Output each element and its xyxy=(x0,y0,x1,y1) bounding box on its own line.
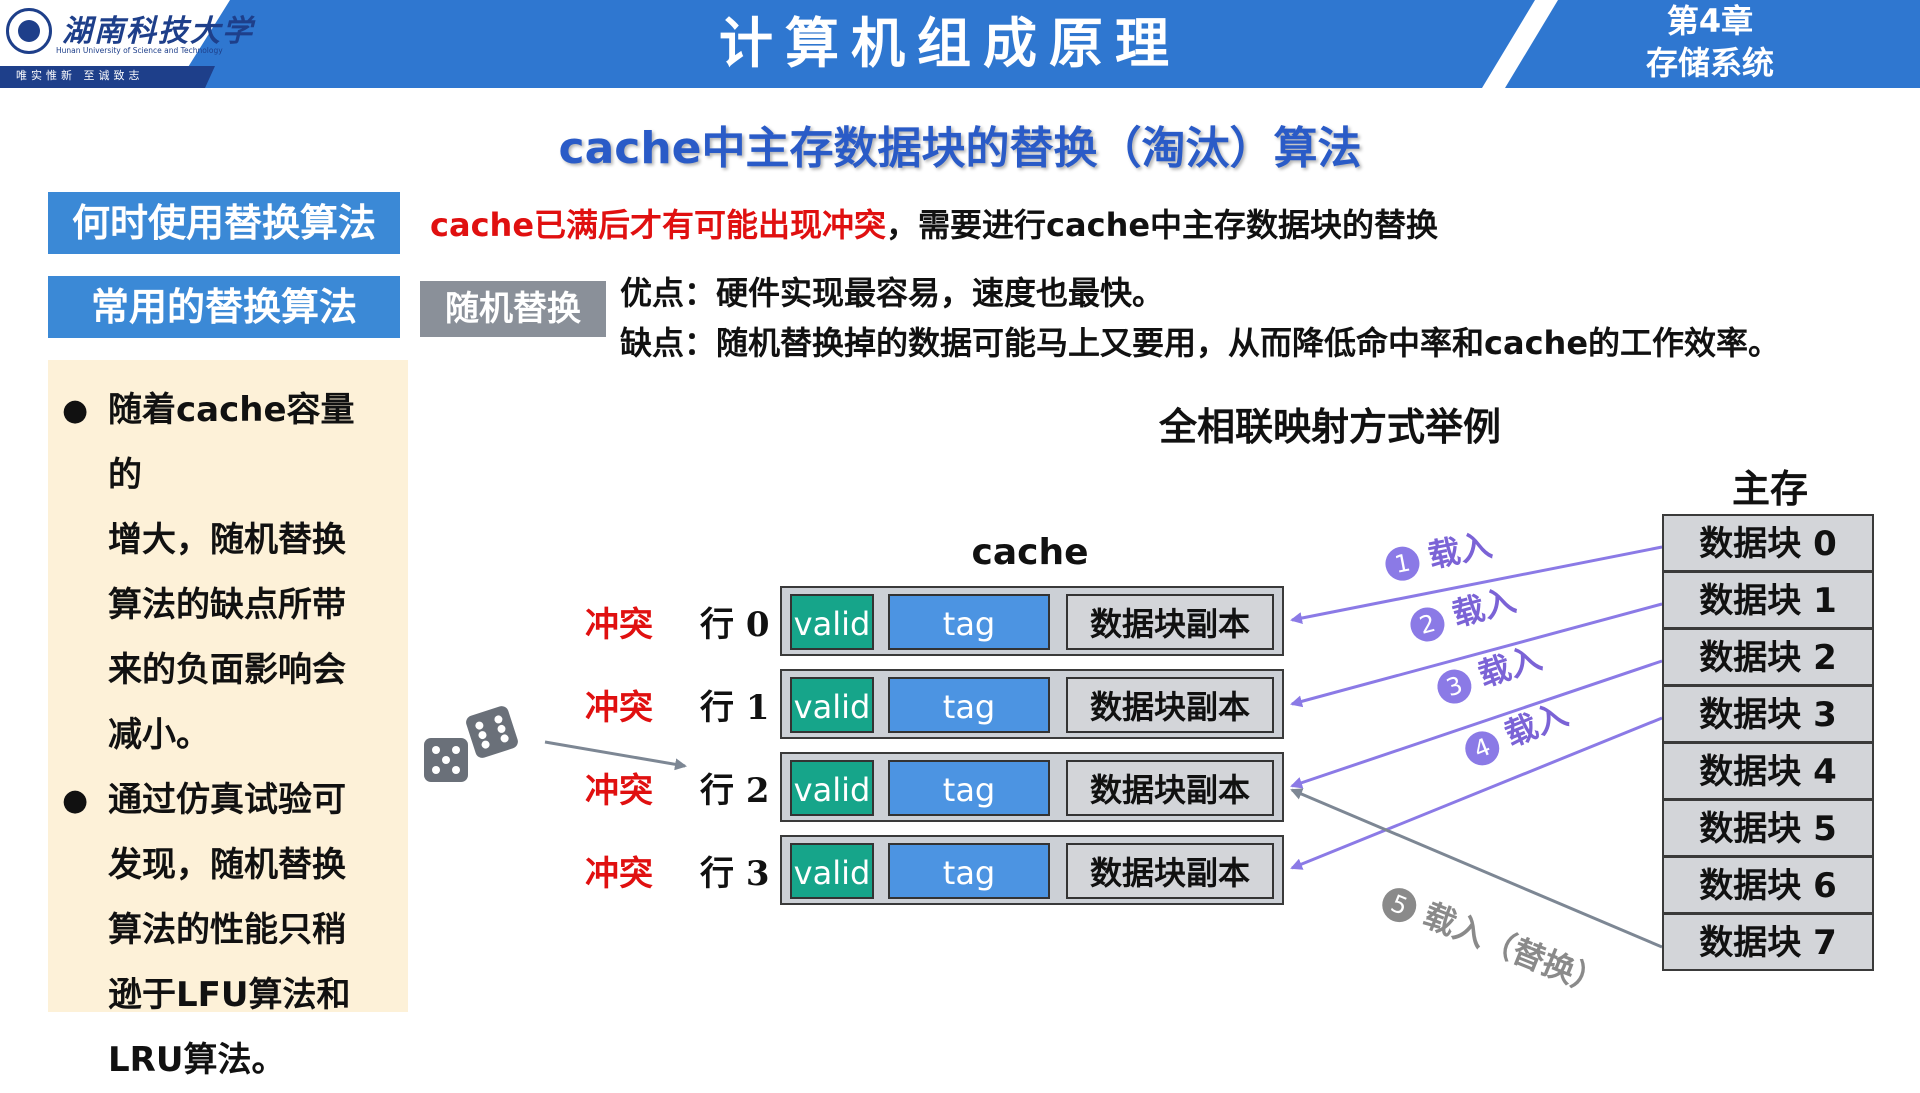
header-bar xyxy=(0,0,1920,88)
when-use-text-highlight: cache已满后才有可能出现冲突 xyxy=(430,206,887,244)
university-logo: 湖南科技大学 Hunan University of Science and T… xyxy=(0,0,275,88)
valid-bit: valid xyxy=(790,594,874,650)
note-line: 逊于LFU算法和 xyxy=(108,975,351,1015)
note-line: 发现，随机替换 xyxy=(108,845,346,885)
step-number-badge: 3 xyxy=(1432,665,1476,708)
pros-text: 优点：硬件实现最容易，速度也最快。 xyxy=(620,274,1165,312)
example-title: 全相联映射方式举例 xyxy=(1158,405,1501,449)
course-title: 计算机组成原理 xyxy=(719,12,1181,75)
valid-bit: valid xyxy=(790,760,874,816)
memory-block: 数据块 0 xyxy=(1662,514,1874,572)
step-number-badge: 1 xyxy=(1382,543,1423,584)
cache-row-label: 行 2 xyxy=(700,771,770,811)
step-number-badge: 4 xyxy=(1460,726,1505,771)
dice-icon xyxy=(424,706,518,782)
note-item: ● 通过仿真试验可 发现，随机替换 算法的性能只稍 逊于LFU算法和 LRU算法… xyxy=(62,768,398,1093)
note-line: 来的负面影响会 xyxy=(108,650,346,690)
cache-row: valid tag 数据块副本 xyxy=(780,586,1284,656)
university-seal-icon xyxy=(6,8,52,54)
chapter-info: 第4章 存储系统 xyxy=(1560,0,1860,84)
university-english-name: Hunan University of Science and Technolo… xyxy=(56,46,223,55)
cache-row: valid tag 数据块副本 xyxy=(780,669,1284,739)
valid-bit: valid xyxy=(790,843,874,899)
university-name: 湖南科技大学 xyxy=(62,14,254,49)
note-line: 减小。 xyxy=(108,715,210,755)
conflict-label: 冲突 xyxy=(585,688,653,728)
cache-row-label: 行 1 xyxy=(700,688,770,728)
memory-block: 数据块 7 xyxy=(1662,913,1874,971)
notes-panel: ● 随着cache容量的 增大，随机替换 算法的缺点所带 来的负面影响会 减小。… xyxy=(48,360,408,1080)
tag-field: tag xyxy=(888,843,1050,899)
when-use-text: cache已满后才有可能出现冲突，需要进行cache中主存数据块的替换 xyxy=(430,200,1438,246)
slide-title: cache中主存数据块的替换（淘汰）算法 xyxy=(558,123,1362,174)
step-number-badge: 5 xyxy=(1377,882,1422,928)
bullet-dot-icon: ● xyxy=(62,783,89,818)
load-text: 载入 xyxy=(1499,694,1574,754)
load-text: 载入 xyxy=(1424,525,1496,576)
note-line: 算法的缺点所带 xyxy=(108,585,346,625)
note-line: LRU算法。 xyxy=(108,1040,286,1080)
when-use-text-rest: ，需要进行cache中主存数据块的替换 xyxy=(886,206,1439,244)
note-line: 通过仿真试验可 xyxy=(108,780,346,820)
chapter-number: 第4章 xyxy=(1666,2,1754,40)
note-line: 随着cache容量的 xyxy=(108,390,355,495)
main-memory-label: 主存 xyxy=(1731,467,1808,511)
conflict-label: 冲突 xyxy=(585,771,653,811)
load-text: 载入 xyxy=(1448,580,1520,634)
valid-bit: valid xyxy=(790,677,874,733)
note-line: 增大，随机替换 xyxy=(108,520,346,560)
load-text: 载入（替换） xyxy=(1417,895,1611,1003)
cache-row: valid tag 数据块副本 xyxy=(780,835,1284,905)
memory-block: 数据块 4 xyxy=(1662,742,1874,800)
random-replacement-label: 随机替换 xyxy=(420,281,606,337)
note-line: 算法的性能只稍 xyxy=(108,910,346,950)
note-item: ● 随着cache容量的 增大，随机替换 算法的缺点所带 来的负面影响会 减小。 xyxy=(62,378,398,768)
load-text: 载入 xyxy=(1473,638,1547,695)
when-use-label: 何时使用替换算法 xyxy=(48,192,400,254)
conflict-label: 冲突 xyxy=(585,854,653,894)
memory-block: 数据块 3 xyxy=(1662,685,1874,743)
tag-field: tag xyxy=(888,677,1050,733)
memory-block: 数据块 1 xyxy=(1662,571,1874,629)
chapter-topic: 存储系统 xyxy=(1645,44,1774,82)
conflict-label: 冲突 xyxy=(585,605,653,645)
tag-field: tag xyxy=(888,760,1050,816)
university-motto: 唯实惟新 至诚致志 xyxy=(16,69,144,82)
memory-block: 数据块 6 xyxy=(1662,856,1874,914)
data-block-copy: 数据块副本 xyxy=(1066,594,1274,650)
cache-row-label: 行 0 xyxy=(700,605,770,645)
data-block-copy: 数据块副本 xyxy=(1066,760,1274,816)
common-algorithms-label: 常用的替换算法 xyxy=(48,276,400,338)
step-number-badge: 2 xyxy=(1406,603,1449,646)
data-block-copy: 数据块副本 xyxy=(1066,677,1274,733)
tag-field: tag xyxy=(888,594,1050,650)
cache-row-label: 行 3 xyxy=(700,854,770,894)
cache-label: cache xyxy=(971,532,1089,573)
cache-row: valid tag 数据块副本 xyxy=(780,752,1284,822)
memory-block: 数据块 5 xyxy=(1662,799,1874,857)
data-block-copy: 数据块副本 xyxy=(1066,843,1274,899)
bullet-dot-icon: ● xyxy=(62,393,89,428)
memory-block: 数据块 2 xyxy=(1662,628,1874,686)
cons-text: 缺点：随机替换掉的数据可能马上又要用，从而降低命中率和cache的工作效率。 xyxy=(620,324,1781,362)
